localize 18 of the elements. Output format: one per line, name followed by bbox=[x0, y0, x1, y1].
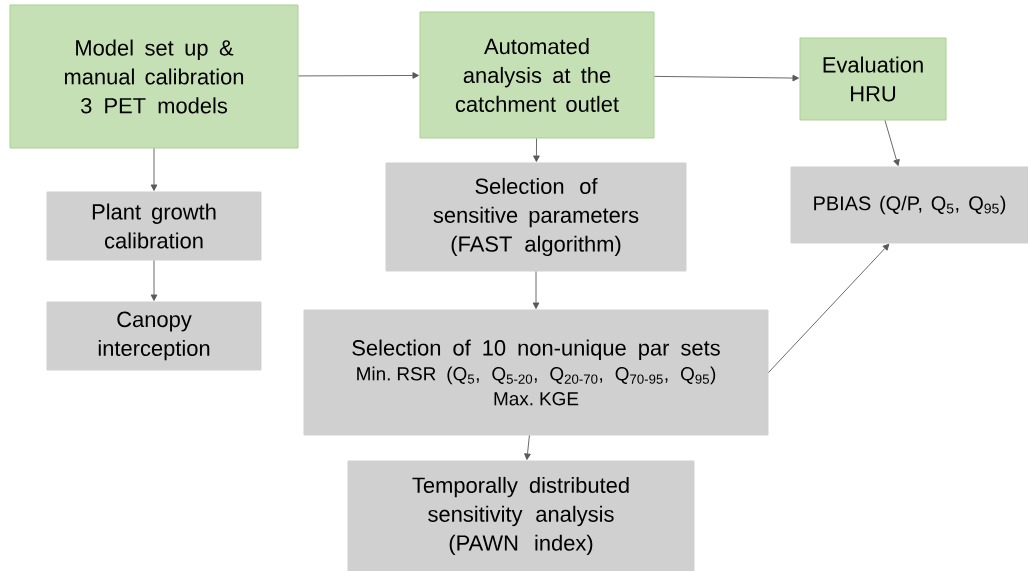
arrow bbox=[524, 435, 531, 460]
process-box: Model set up & manual calibration 3 PET models bbox=[9, 4, 299, 149]
step-box: Selection of 10 non-unique par sets Min. RSR (Q$_{5}$, Q$_{5-20}$, Q$_{20-70}$, Q$_{70-95}$, Q$_{95}$) Max. KGE bbox=[303, 309, 769, 436]
step-box: Plant growth calibration bbox=[46, 191, 262, 261]
process-box: Automated analysis at the catchment outlet bbox=[419, 11, 655, 139]
arrow bbox=[150, 260, 158, 301]
step-box: Canopy interception bbox=[46, 301, 262, 371]
arrow bbox=[768, 243, 890, 373]
arrow bbox=[533, 138, 540, 162]
arrow bbox=[532, 271, 540, 309]
step-box: Selection of sensitive parameters (FAST algorithm) bbox=[385, 162, 687, 272]
arrow bbox=[884, 120, 900, 166]
step-box: Temporally distributed sensitivity analysis (PAWN index) bbox=[347, 460, 695, 571]
arrow bbox=[298, 72, 419, 79]
step-box: PBIAS (Q/P, Q$_{5}$, Q$_{95}$) bbox=[790, 166, 1028, 244]
arrow bbox=[654, 74, 799, 82]
process-box: Evaluation HRU bbox=[799, 37, 947, 121]
arrow bbox=[150, 148, 158, 191]
